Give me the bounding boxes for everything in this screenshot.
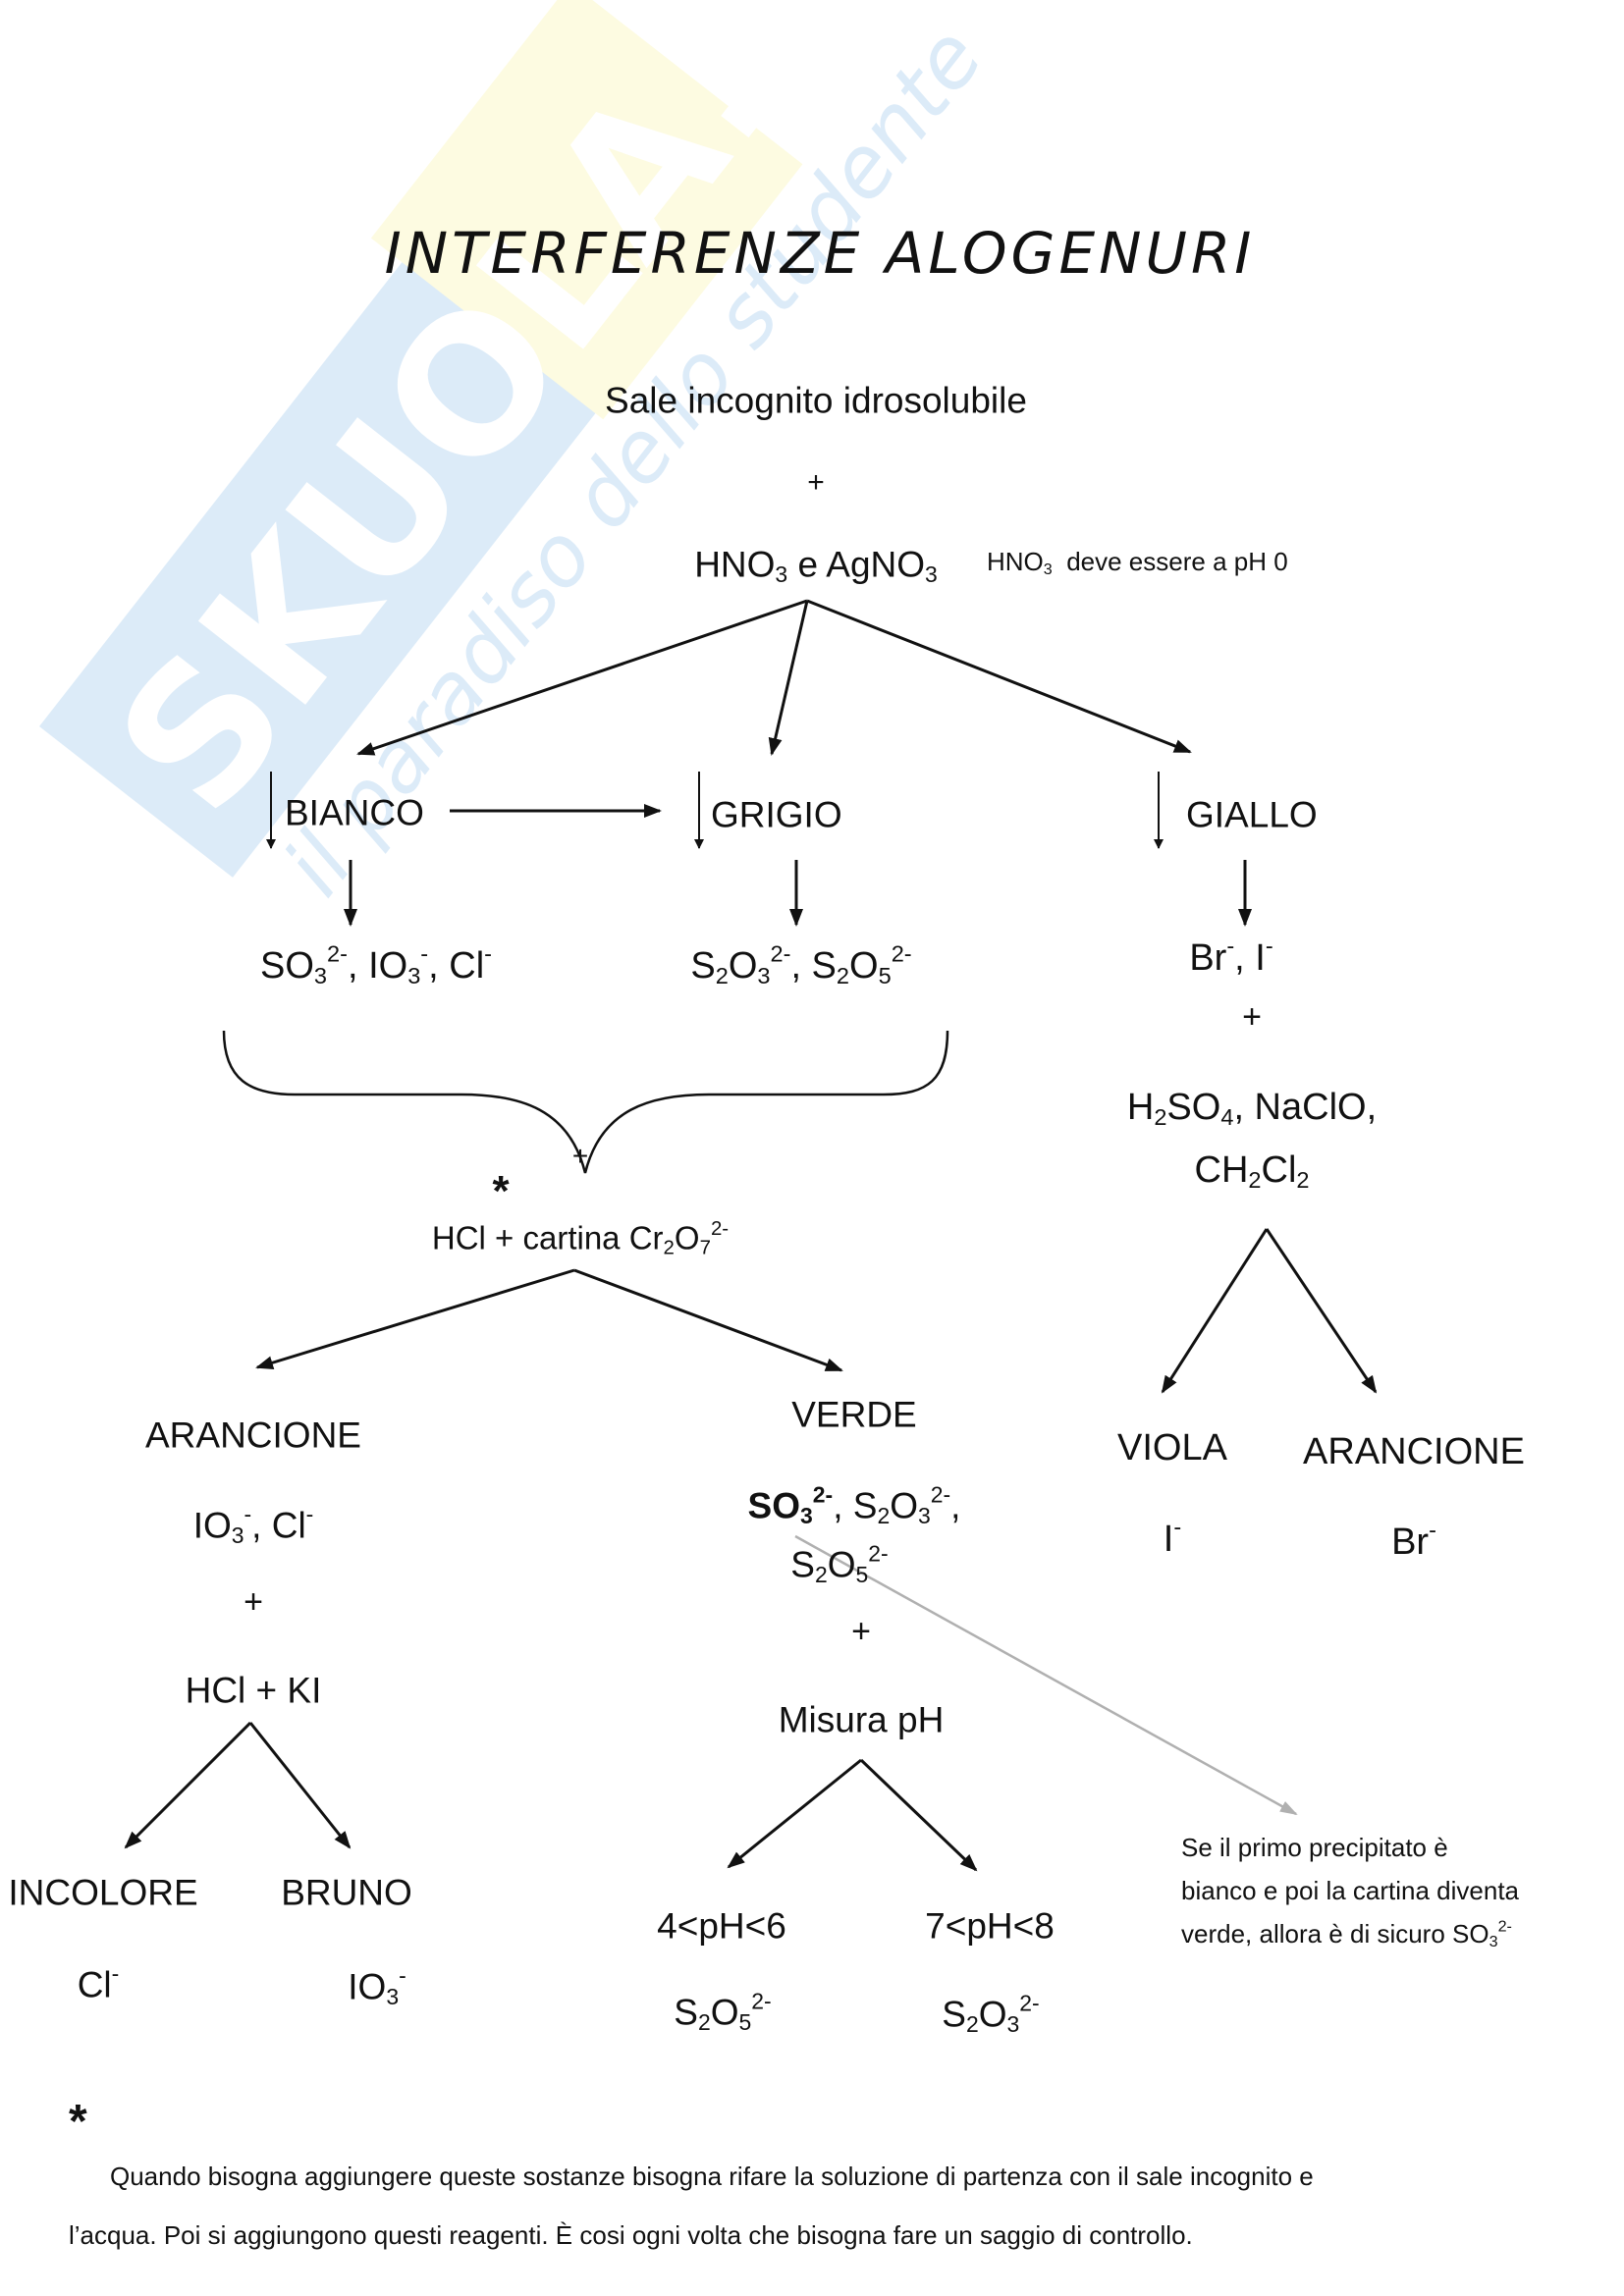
green-plus: + xyxy=(851,1613,871,1650)
result-bruno: BRUNO xyxy=(281,1872,412,1913)
orange-ions: IO3-, Cl- xyxy=(192,1501,314,1549)
arrow-to-green xyxy=(573,1268,843,1372)
arrow-to-grey xyxy=(768,600,809,756)
ph-range-high: 7<pH<8 xyxy=(925,1905,1055,1947)
arrow-to-white xyxy=(356,599,808,756)
ph-range-low: 4<pH<6 xyxy=(657,1905,786,1947)
note-pointer-arrow xyxy=(794,1534,1298,1816)
orange-reagent: HCl + KI xyxy=(185,1670,322,1711)
sample-label: Sale incognito idrosolubile xyxy=(605,380,1027,421)
ion-chloride: Cl- xyxy=(77,1960,120,2005)
precipitate-yellow: GIALLO xyxy=(1186,794,1318,835)
arrow-to-ph-low xyxy=(727,1758,862,1869)
yellow-reagents-line2: CH2Cl2 xyxy=(1194,1149,1310,1193)
footnote-line2: l’acqua. Poi si aggiungono questi reagen… xyxy=(69,2220,1193,2250)
footnote-asterisk: * xyxy=(69,2096,87,2148)
ion-bromide: Br- xyxy=(1391,1517,1436,1563)
result-arancione-br: ARANCIONE xyxy=(1303,1431,1525,1472)
green-ions-line1: SO32-, S2O32-, xyxy=(747,1481,961,1529)
page-title: INTERFERENZE ALOGENURI xyxy=(384,220,1256,287)
curly-brace xyxy=(222,1030,949,1174)
footnote-line1: Quando bisogna aggiungere queste sostanz… xyxy=(110,2162,1314,2191)
merge-plus: + xyxy=(571,1141,589,1171)
green-ions-line2: S2O52- xyxy=(790,1540,889,1588)
result-viola: VIOLA xyxy=(1117,1427,1227,1468)
plus-sign: + xyxy=(807,466,825,499)
result-verde: VERDE xyxy=(791,1394,917,1435)
result-incolore: INCOLORE xyxy=(8,1872,198,1913)
side-note-line2: bianco e poi la cartina diventa xyxy=(1181,1876,1520,1905)
side-note-line1: Se il primo precipitato è xyxy=(1181,1833,1448,1862)
precipitate-grey: GRIGIO xyxy=(711,794,842,835)
merge-reagent: HCl + cartina Cr2O72- xyxy=(431,1217,730,1259)
arrow-to-bruno xyxy=(248,1722,352,1849)
arrow-to-yellow xyxy=(806,599,1192,754)
arrow-to-viola xyxy=(1161,1228,1269,1394)
yellow-reagents-line1: H2SO4, NaClO, xyxy=(1126,1087,1378,1130)
ion-metabisulfite: S2O52- xyxy=(674,1988,772,2036)
ion-thiosulfate: S2O32- xyxy=(942,1990,1040,2038)
arrow-to-orange xyxy=(255,1268,575,1370)
ph-note: HNO3 deve essere a pH 0 xyxy=(987,547,1288,579)
side-note-line3: verde, allora è di sicuro SO32- xyxy=(1181,1917,1512,1951)
precipitate-white: BIANCO xyxy=(285,792,424,833)
start-reagent: HNO3 e AgNO3 xyxy=(694,544,938,588)
result-arancione: ARANCIONE xyxy=(145,1415,361,1456)
arrow-to-incolore xyxy=(124,1721,252,1849)
ion-iodide: I- xyxy=(1163,1514,1182,1560)
arrow-to-arancione-br xyxy=(1265,1228,1378,1394)
ion-iodate: IO3- xyxy=(348,1962,406,2010)
yellow-plus: + xyxy=(1242,998,1262,1036)
ions-white: SO32-, IO3-, Cl- xyxy=(260,940,492,988)
ions-grey: S2O32-, S2O52- xyxy=(690,940,912,988)
arrow-to-ph-high xyxy=(859,1758,978,1872)
ions-yellow: Br-, I- xyxy=(1189,933,1273,979)
asterisk-marker: * xyxy=(492,1167,510,1215)
orange-plus: + xyxy=(244,1583,263,1621)
green-reagent: Misura pH xyxy=(778,1699,945,1740)
